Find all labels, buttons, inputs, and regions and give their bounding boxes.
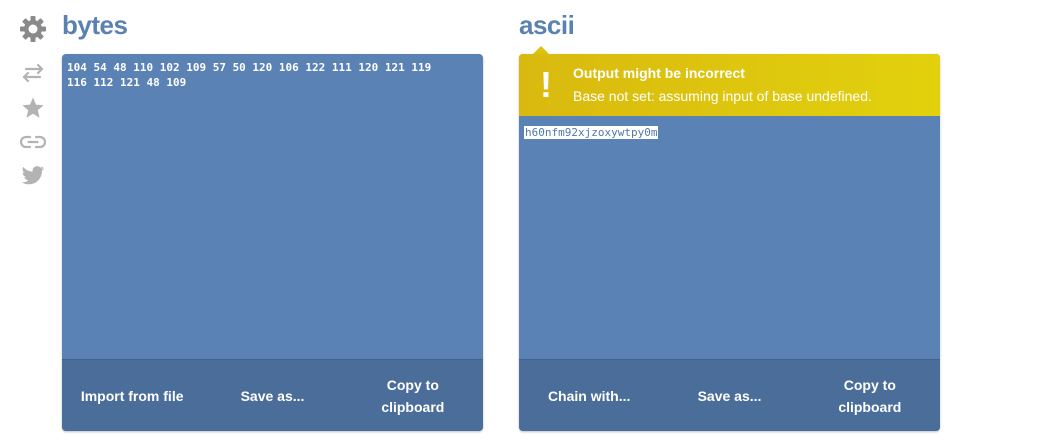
input-panel-footer: Import from file Save as... Copy to clip… [62,359,483,431]
warning-title: Output might be incorrect [573,65,745,81]
swap-icon[interactable] [16,60,50,86]
chain-with-button[interactable]: Chain with... [547,387,631,404]
bytes-input[interactable]: 104 54 48 110 102 109 57 50 120 106 122 … [67,61,432,89]
ascii-output[interactable]: h60nfm92xjzoxywtpy0m [524,126,659,139]
save-as-button[interactable]: Save as... [697,387,762,404]
output-panel-footer: Chain with... Save as... Copy to clipboa… [519,359,940,431]
output-panel-title: ascii [519,10,575,40]
warning-message: Base not set: assuming input of base und… [573,88,872,104]
star-icon[interactable] [16,94,50,122]
save-as-button[interactable]: Save as... [240,387,305,404]
warning-banner: ! Output might be incorrect Base not set… [519,54,940,116]
sidebar [16,12,50,190]
exclamation-icon: ! [540,64,552,105]
twitter-icon[interactable] [16,162,50,190]
input-panel: 104 54 48 110 102 109 57 50 120 106 122 … [62,54,483,431]
copy-to-clipboard-button[interactable]: Copy to clipboard [381,376,445,415]
gear-icon[interactable] [16,12,50,46]
import-from-file-button[interactable]: Import from file [80,387,184,404]
copy-to-clipboard-button[interactable]: Copy to clipboard [838,376,902,415]
input-panel-title: bytes [62,10,128,40]
warning-pointer [533,46,549,54]
output-panel: ! Output might be incorrect Base not set… [519,54,940,431]
link-icon[interactable] [16,130,50,154]
